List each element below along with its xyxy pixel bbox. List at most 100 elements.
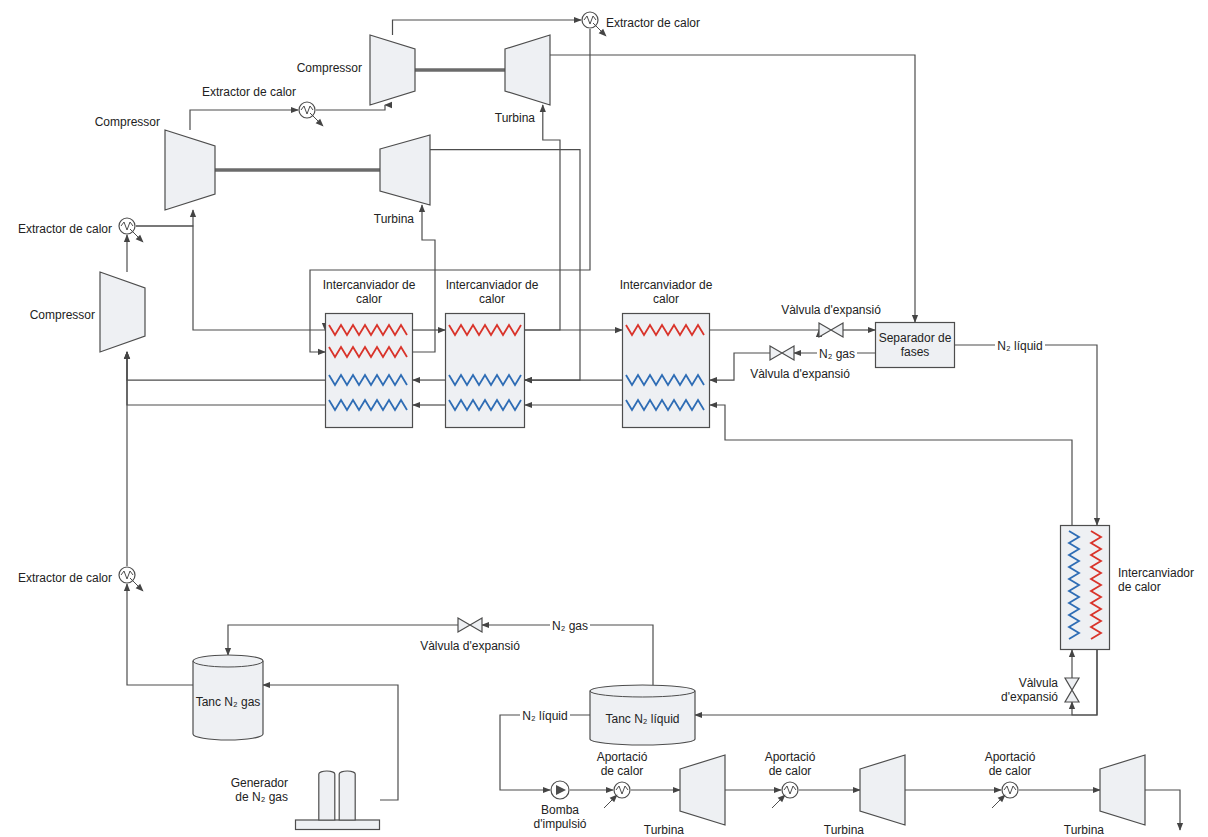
cold-stream-coil: [626, 400, 704, 410]
heat-extractor: Extractor de calor: [118, 217, 136, 235]
process-line: [525, 404, 622, 405]
heat-exchanger: Intercanviador de calor: [445, 313, 525, 428]
equipment-label: Vàlvula d'expansió: [750, 367, 850, 381]
label-holder: Intercanviador de calor: [618, 278, 714, 307]
hot-stream-coil: [1091, 531, 1101, 639]
coil-symbol: [301, 106, 313, 114]
equipment-label: Vàlvula d'expansió: [994, 676, 1058, 704]
turbine-symbol: [680, 755, 725, 825]
equipment-label: Extractor de calor: [18, 222, 112, 236]
compressor-symbol: [370, 35, 415, 105]
heat-exchanger: Intercanviador de calor: [1060, 525, 1110, 650]
node-text-box: Tanc N₂ gas: [193, 663, 263, 740]
heat-in-arrow: [604, 795, 617, 808]
hot-stream-coil: [329, 347, 407, 357]
equipment-label: Intercanviador de calor: [321, 278, 417, 306]
turbine-symbol: [1100, 755, 1145, 825]
heat-out-arrow: [310, 113, 323, 126]
label-holder: Turbina: [1064, 820, 1104, 837]
heat-in-arrow: [992, 795, 1005, 808]
label-holder: Turbina: [824, 820, 864, 837]
compressor-body: [370, 35, 415, 105]
gas-tank: Tanc N₂ gas: [193, 655, 263, 740]
compressor: Compressor: [370, 35, 415, 105]
cold-stream-coil: [449, 375, 521, 385]
process-line: [1019, 789, 1100, 790]
heat-out-arrow: [593, 23, 606, 36]
pump-triangle: [556, 785, 566, 795]
heat-out-arrow: [130, 229, 143, 242]
stream-label-holder: N₂ líquid: [995, 336, 1044, 354]
valve-body: [770, 346, 794, 360]
label-holder: Turbina: [495, 108, 535, 126]
equipment-label: Compressor: [95, 115, 160, 129]
hot-stream-coil: [626, 325, 704, 335]
equipment-label: Turbina: [374, 212, 414, 226]
label-holder: Compressor: [297, 58, 362, 76]
process-line: [905, 789, 1001, 790]
process-line: [525, 105, 560, 330]
process-line: [525, 379, 622, 380]
phase-separator: Separador de fases: [875, 322, 955, 368]
process-line: [1071, 650, 1072, 678]
label-holder: Bomba d'impulsió: [525, 803, 595, 832]
turbine: Turbina: [860, 755, 905, 825]
node-text-box: Separador de fases: [875, 322, 955, 368]
label-holder: Aportació de calor: [758, 750, 822, 779]
process-line: [127, 352, 325, 380]
turbine: Turbina: [1100, 755, 1145, 825]
process-line: [843, 329, 875, 330]
compressor-symbol: [100, 272, 145, 352]
heat-extractor-symbol: [118, 566, 136, 584]
process-line: [127, 584, 193, 685]
label-holder: Vàlvula d'expansió: [781, 300, 881, 318]
heat-exchanger-symbol: [445, 313, 525, 428]
expansion-valve-symbol: [1065, 678, 1079, 702]
equipment-label: Turbina: [644, 823, 684, 837]
generator-base: [296, 820, 380, 830]
expansion-valve-symbol: [770, 346, 794, 360]
cold-stream-coil: [449, 400, 521, 410]
heat-extractor: Extractor de calor: [298, 101, 316, 119]
label-holder: Intercanviador de calor: [444, 278, 540, 307]
label-holder: Vàlvula d'expansió: [420, 636, 520, 654]
turbine: Turbina: [505, 35, 550, 105]
process-line: [725, 789, 781, 790]
coil-symbol: [784, 786, 796, 794]
expansion-valve-symbol: [458, 618, 482, 632]
process-line: [413, 379, 445, 380]
heat-extractor: Extractor de calor: [118, 566, 136, 584]
equipment-label: Extractor de calor: [202, 85, 296, 99]
expansion-valve: Vàlvula d'expansió: [1065, 678, 1079, 702]
valve-body: [1065, 678, 1079, 702]
outlet-line: [1145, 790, 1180, 830]
equipment-label: Intercanviador de calor: [1118, 566, 1202, 594]
equipment-label: Turbina: [495, 111, 535, 125]
process-line: [136, 210, 193, 226]
compressor: Compressor: [165, 130, 215, 210]
compressor-symbol: [165, 130, 215, 210]
label-holder: Extractor de calor: [18, 219, 112, 237]
equipment-label: Generador de N₂ gas: [218, 776, 288, 804]
turbine-body: [680, 755, 725, 825]
process-line: [126, 235, 127, 272]
tank-rim: [193, 661, 263, 667]
equipment-label: Aportació de calor: [758, 750, 822, 778]
process-line: [550, 55, 915, 322]
generator-column: [319, 771, 335, 820]
coil-symbol: [121, 571, 133, 579]
heat-input-symbol: [1001, 781, 1019, 799]
process-line: [310, 29, 590, 352]
equipment-label: Compressor: [297, 61, 362, 75]
exchanger-shell: [326, 314, 413, 428]
label-holder: Extractor de calor: [18, 568, 112, 586]
process-line: [955, 345, 1097, 525]
equipment-label: Vàlvula d'expansió: [420, 639, 520, 653]
equipment-label: Extractor de calor: [18, 571, 112, 585]
expansion-valve: Vàlvula d'expansió: [819, 323, 843, 337]
label-holder: Vàlvula d'expansió: [750, 364, 850, 382]
process-line: [413, 404, 445, 405]
turbine-body: [860, 755, 905, 825]
label-holder: Vàlvula d'expansió: [994, 676, 1058, 705]
exchanger-shell: [1061, 526, 1110, 650]
